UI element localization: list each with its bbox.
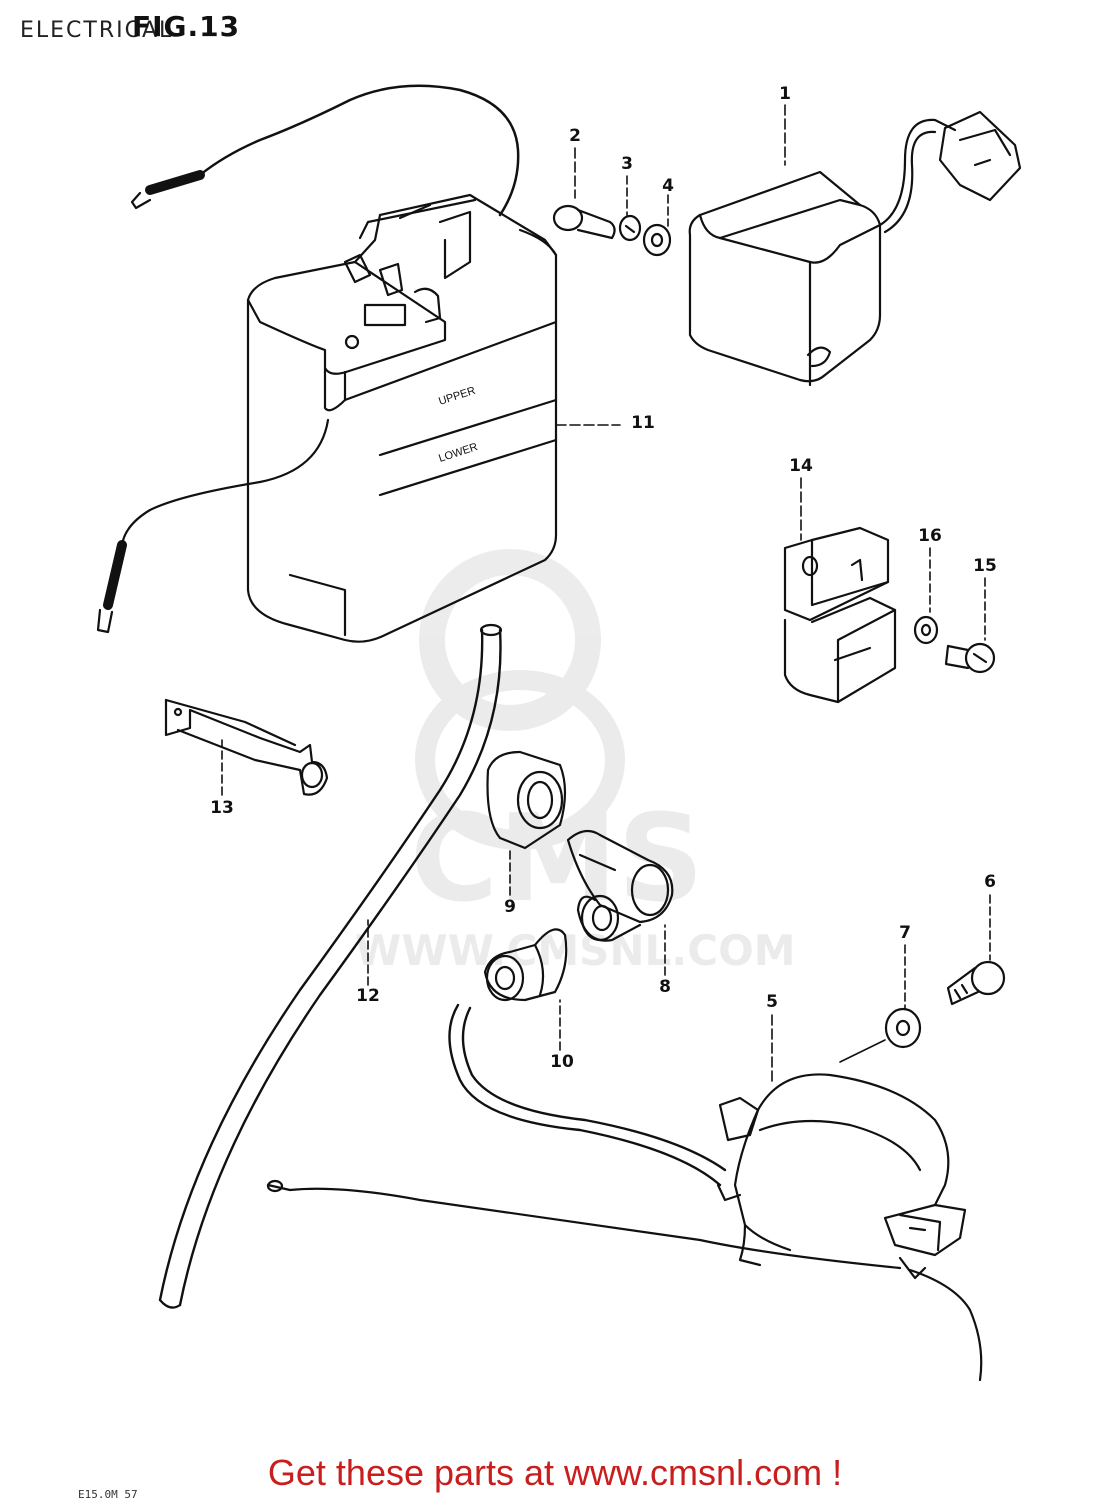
callout-14: 14 (789, 456, 813, 476)
callout-8: 8 (659, 977, 671, 997)
regulator-part-1 (688, 110, 1022, 387)
plug-cap-part-8 (566, 829, 674, 942)
callout-16: 16 (918, 526, 942, 546)
figure-label: FIG.13 (132, 10, 241, 43)
cmsnl-watermark: CMS WWW.CMSNL.COM (355, 549, 796, 975)
battery-lower-mark: LOWER (437, 441, 479, 465)
lock-washer-part-3 (618, 214, 642, 242)
battery-upper-mark: UPPER (437, 385, 477, 408)
section-title: ELECTRICAL (20, 18, 174, 43)
callout-3: 3 (621, 154, 633, 174)
callout-12: 12 (356, 986, 380, 1006)
get-parts-link[interactable]: Get these parts at www.cmsnl.com ! (267, 1452, 843, 1493)
drawing-code-stamp: E15.0M 57 (78, 1488, 138, 1500)
callout-5: 5 (766, 992, 778, 1012)
washer-part-4 (642, 223, 672, 257)
bolt-part-2 (552, 204, 616, 240)
callout-4: 4 (662, 176, 674, 196)
watermark-url: WWW.CMSNL.COM (355, 926, 796, 975)
callout-9: 9 (504, 897, 516, 917)
bolt-part-6 (946, 960, 1006, 1006)
callout-11: 11 (631, 413, 655, 433)
callout-leader-lines (221, 104, 991, 1083)
callout-13: 13 (210, 798, 234, 818)
bracket-part-13 (164, 698, 329, 796)
ignition-coil-part-5 (266, 1003, 983, 1382)
cap-part-9 (486, 750, 567, 850)
washer-part-16 (913, 615, 939, 645)
screw-part-15 (944, 642, 996, 674)
battery-part-11: UPPER LOWER (96, 84, 558, 643)
callout-2: 2 (569, 126, 581, 146)
relay-part-14 (783, 526, 897, 704)
callout-1: 1 (779, 84, 791, 104)
callout-7: 7 (899, 923, 911, 943)
boot-part-10 (483, 928, 568, 1002)
callout-10: 10 (550, 1052, 574, 1072)
callout-6: 6 (984, 872, 996, 892)
watermark-brand: CMS (410, 790, 704, 929)
washer-part-7 (884, 1007, 922, 1049)
hose-part-12 (158, 623, 503, 1309)
callout-15: 15 (973, 556, 997, 576)
